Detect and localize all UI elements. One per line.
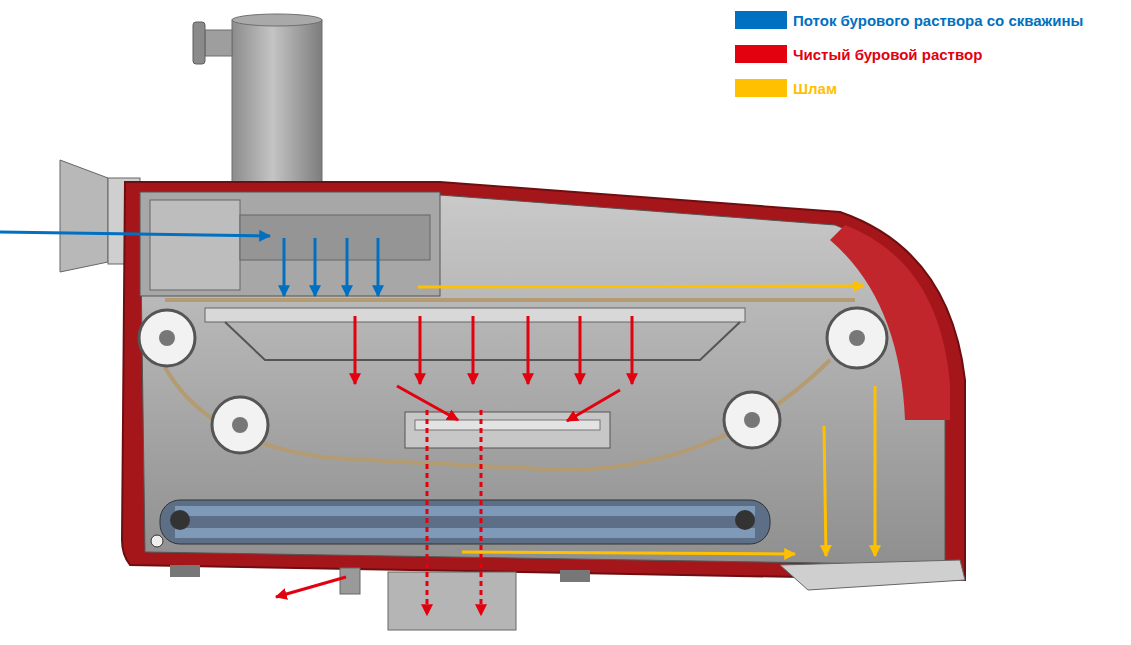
conveyor-stripe <box>175 506 755 516</box>
vent-pipe <box>193 14 322 190</box>
pipe-branch <box>205 30 232 56</box>
collection-tray <box>405 412 610 448</box>
bolt <box>151 535 163 547</box>
flow-arrow <box>824 426 826 556</box>
roller <box>724 392 780 448</box>
filter-belt <box>150 300 855 470</box>
drain-outlet <box>340 568 360 594</box>
roller <box>139 310 195 366</box>
funnel-shell <box>60 160 108 272</box>
legend-swatch <box>735 45 787 63</box>
housing-interior <box>140 195 945 565</box>
conveyor-pulley <box>735 510 755 530</box>
flow-arrow <box>314 238 317 296</box>
conveyor-belt <box>160 500 770 544</box>
flow-arrow <box>283 238 286 296</box>
screen-deck <box>205 308 745 322</box>
discharge-chute <box>780 560 965 590</box>
cuttings-arrows <box>418 286 875 556</box>
flow-arrow <box>377 238 380 296</box>
flow-arrow <box>631 316 634 384</box>
clean-fluid-arrows <box>276 316 632 615</box>
flow-arrow <box>418 286 864 287</box>
housing-shell <box>122 182 965 580</box>
pipe-body <box>232 20 322 190</box>
flow-arrow <box>419 316 422 384</box>
legend-swatch <box>735 79 787 97</box>
roller <box>827 308 887 368</box>
legend-item: Поток бурового раствора со скважины <box>735 8 1083 32</box>
flow-arrow <box>472 316 475 384</box>
roller-hub <box>232 417 248 433</box>
roller-hub <box>744 412 760 428</box>
legend-item: Чистый буровой раствор <box>735 42 1083 66</box>
flow-arrow <box>480 410 483 615</box>
inlet-box <box>140 192 440 296</box>
weir <box>240 215 430 260</box>
foot <box>560 570 590 582</box>
legend: Поток бурового раствора со скважиныЧисты… <box>735 8 1083 110</box>
flow-arrow <box>346 238 349 296</box>
legend-label: Поток бурового раствора со скважины <box>793 12 1083 29</box>
foot <box>170 565 200 577</box>
tray-pipe <box>415 420 600 430</box>
flow-arrow <box>426 410 429 615</box>
conveyor-stripe <box>175 528 755 538</box>
rollers <box>139 308 887 453</box>
legend-swatch <box>735 11 787 29</box>
flow-arrow <box>354 316 357 384</box>
pipe-flange <box>193 22 205 64</box>
pipe-top <box>232 14 322 26</box>
flow-arrow <box>276 577 346 597</box>
legend-label: Чистый буровой раствор <box>793 46 982 63</box>
flow-arrow <box>0 232 270 236</box>
flow-arrow <box>462 552 795 554</box>
bottom-conveyor <box>151 500 770 547</box>
flow-arrow <box>579 316 582 384</box>
inlet-chamber <box>150 200 240 290</box>
flow-arrow <box>567 390 620 421</box>
deck-frame <box>225 322 740 360</box>
bottom-outlet <box>388 572 516 630</box>
legend-label: Шлам <box>793 80 837 97</box>
flow-arrow <box>527 316 530 384</box>
flow-arrow <box>874 386 877 556</box>
legend-item: Шлам <box>735 76 1083 100</box>
roller-hub <box>849 330 865 346</box>
conveyor-pulley <box>170 510 190 530</box>
roller <box>212 397 268 453</box>
drilling-fluid-arrows <box>0 232 378 296</box>
roller-hub <box>159 330 175 346</box>
